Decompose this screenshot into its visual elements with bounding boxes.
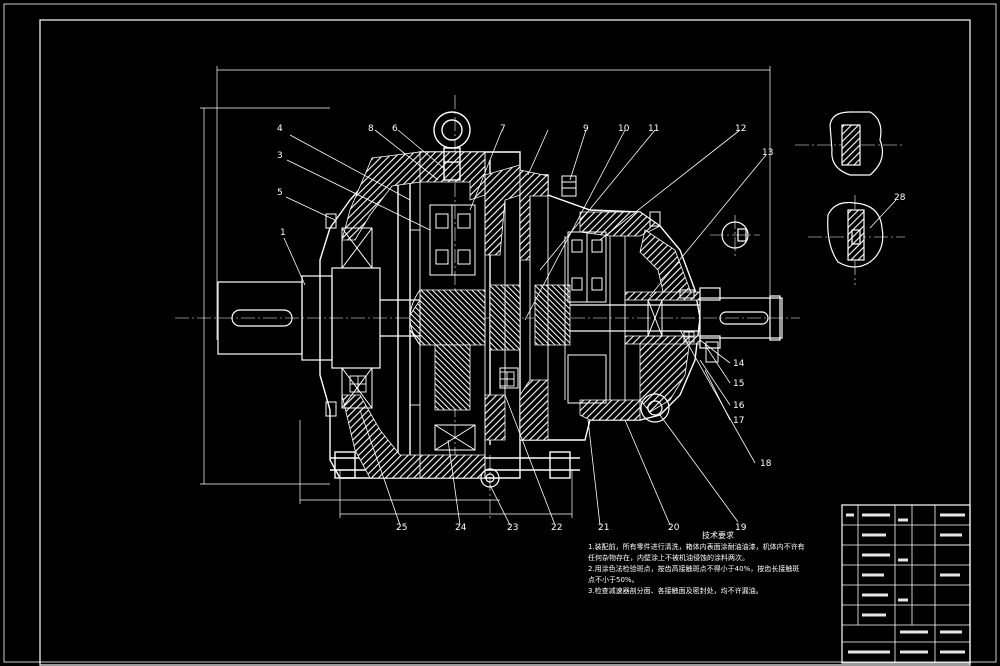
part-label-22: 22 [551, 523, 562, 533]
part-label-13: 13 [762, 148, 773, 158]
part-label-10: 10 [618, 124, 630, 134]
requirement-line: 3.检查减速器剖分面、各接触面及密封处，均不许漏油。 [588, 587, 763, 595]
section-hatching [341, 151, 701, 479]
part-label-6: 6 [392, 124, 398, 134]
part-label-20: 20 [668, 523, 680, 533]
part-label-21: 21 [598, 523, 609, 533]
part-label-8: 8 [368, 124, 374, 134]
fasteners [325, 175, 719, 417]
part-label-15: 15 [733, 379, 744, 389]
part-label-18: 18 [760, 459, 772, 469]
technical-requirements: 技术要求 1.装配前，所有零件进行清洗，箱体内表面涂耐油油漆，机体内不许有 任何… [588, 530, 848, 597]
technical-requirements-title: 技术要求 [702, 531, 734, 540]
part-label-14: 14 [733, 359, 745, 369]
title-block [841, 504, 971, 664]
part-label-25: 25 [396, 523, 407, 533]
sheet-frame [3, 3, 997, 666]
plugs [480, 393, 670, 488]
part-label-7: 7 [500, 124, 506, 134]
part-label-4: 4 [277, 124, 283, 134]
gear-internals [349, 152, 695, 478]
part-label-23: 23 [507, 523, 518, 533]
dimension-lines [200, 66, 771, 518]
detail-views [721, 111, 884, 268]
part-label-12: 12 [735, 124, 746, 134]
part-label-9: 9 [583, 124, 589, 134]
requirement-line: 1.装配前，所有零件进行清洗，箱体内表面涂耐油油漆，机体内不许有 [588, 543, 805, 551]
bearings [341, 204, 663, 451]
leader-lines [283, 129, 897, 526]
part-label-28: 28 [894, 193, 906, 203]
requirement-line: 任何杂物存在，内壁涂上不被机油侵蚀的涂料两次。 [588, 554, 749, 562]
part-label-16: 16 [733, 401, 745, 411]
part-label-11: 11 [648, 124, 659, 134]
part-label-5: 5 [277, 188, 283, 198]
part-label-19: 19 [735, 523, 747, 533]
requirement-line: 2.用涂色法检验斑点，按齿高接触斑点不得小于40%，按齿长接触斑 [588, 565, 800, 573]
part-label-17: 17 [733, 416, 744, 426]
output-shaft [570, 287, 783, 349]
part-label-1: 1 [280, 228, 286, 238]
requirement-line: 点不小于50%。 [588, 576, 639, 584]
lifting-eye [433, 111, 471, 181]
part-label-24: 24 [455, 523, 467, 533]
part-label-3: 3 [277, 151, 283, 161]
